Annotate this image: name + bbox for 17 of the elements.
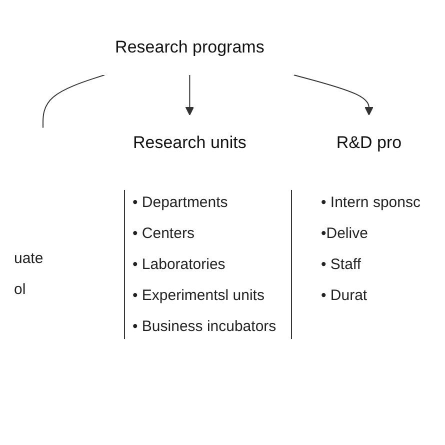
- list-item: • Durat: [321, 287, 368, 304]
- node-text: R&D pro: [336, 133, 402, 152]
- list-item: • Intern sponsc: [321, 194, 422, 211]
- list-item: • Departments: [132, 194, 229, 211]
- arrow: [186, 74, 194, 116]
- connector: [42, 74, 106, 128]
- node-text: Research programs: [115, 38, 265, 56]
- list-item: • Experimentsl units: [132, 287, 266, 304]
- list-item: •Delive: [321, 225, 369, 242]
- list-item: • Centers: [132, 225, 196, 242]
- list-item: • Staff: [321, 256, 362, 273]
- list-item: • Business incubators: [132, 318, 278, 335]
- list-item: • Laboratories: [132, 256, 226, 273]
- arrow: [294, 74, 374, 116]
- list-item: uate: [14, 250, 44, 267]
- node-text: Research units: [133, 133, 247, 152]
- list-item: ol: [14, 281, 27, 298]
